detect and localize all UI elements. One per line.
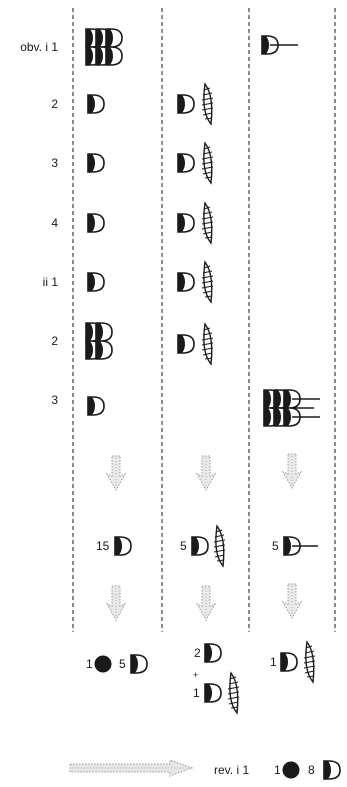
sign-row2-col1 [88,95,104,113]
reverse-label: rev. i 1 [214,763,249,777]
sign-row4-col1 [88,214,104,232]
sign-row3-col1 [88,154,104,172]
row-label-ii-1: ii 1 [8,275,58,289]
row-label-4: 4 [8,216,58,230]
total-count-col3: 5 [272,539,279,553]
down-arrow-icon [197,456,215,490]
sign-group-row6-col1 [86,323,112,359]
row-label-3b: 3 [8,393,58,407]
row-label-obv-i-1: obv. i 1 [8,40,58,54]
row-label-2b: 2 [8,334,58,348]
total-count-col2: 5 [180,539,187,553]
sign-row6-col2 [178,324,213,364]
reverse-count-b: 8 [308,763,315,777]
sign-row5-col1 [88,273,104,291]
summary-sign-col1 [131,655,147,673]
sign-row7-col1 [88,397,104,415]
total-count-col1: 15 [96,539,109,553]
total-sign-col1 [115,537,131,555]
sign-row3-col2 [178,143,213,183]
summary-col2-b: 1 [193,686,200,700]
summary-col2-plus: + [193,668,198,682]
sign-group-row1-col1 [86,29,122,65]
total-sign-col3 [284,537,318,555]
sign-row2-col2 [178,84,213,124]
reverse-count-a: 1 [274,763,281,777]
summary-sign-col2b [205,673,239,713]
down-arrow-icon [283,584,301,618]
sign-row5-col2 [178,262,213,302]
summary-col3-a: 1 [270,655,277,669]
sign-row1-col3 [262,36,298,54]
sign-group-row7-col3 [264,390,320,426]
summary-dot-col1 [95,656,112,673]
right-arrow-icon [70,760,192,776]
row-label-3: 3 [8,156,58,170]
down-arrow-icon [107,586,125,620]
down-arrow-icon [283,454,301,488]
summary-sign-col3 [281,642,315,682]
row-label-2: 2 [8,97,58,111]
reverse-sign [324,761,340,779]
down-arrow-icon [107,456,125,490]
summary-col1-a: 1 [86,657,93,671]
reverse-dot [283,762,300,779]
summary-col2-a: 2 [194,646,201,660]
summary-sign-col2a [205,644,221,662]
summary-col1-b: 5 [119,657,126,671]
total-sign-col2 [192,526,225,566]
down-arrow-icon [197,586,215,620]
sign-row4-col2 [178,203,213,243]
